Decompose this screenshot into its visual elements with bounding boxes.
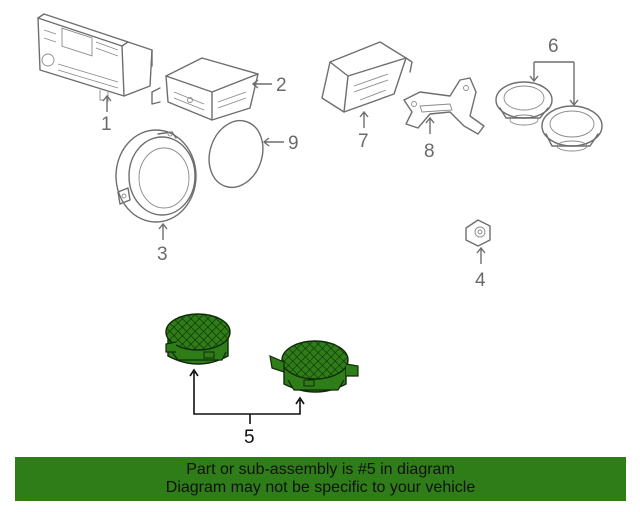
tweeter-speaker-a [495, 81, 553, 126]
leader-2 [251, 79, 272, 89]
radio-head-unit [37, 13, 153, 102]
callout-3: 3 [157, 244, 168, 265]
tweeter-speaker-b [541, 105, 603, 152]
leader-3 [158, 222, 168, 240]
leader-4 [476, 246, 486, 264]
banner-line-2: Diagram may not be specific to your vehi… [165, 479, 476, 496]
callout-9: 9 [288, 133, 299, 154]
callout-7: 7 [358, 131, 369, 152]
callout-4: 4 [475, 270, 486, 291]
door-speaker [115, 129, 197, 223]
control-module [321, 41, 413, 113]
callout-1: 1 [101, 114, 112, 135]
highlighted-speaker-left [165, 313, 231, 365]
mounting-bracket [403, 77, 485, 135]
leader-9 [262, 137, 284, 147]
leader-8 [425, 116, 435, 134]
connector-clip [465, 219, 491, 247]
banner-line-1: Part or sub-assembly is #5 in diagram [186, 461, 455, 478]
callout-8: 8 [424, 141, 435, 162]
highlighted-speaker-right [269, 340, 359, 393]
callout-6: 6 [548, 36, 559, 57]
leader-1 [102, 94, 112, 112]
leader-6 [529, 61, 579, 107]
speaker-grille [208, 119, 264, 189]
leader-5 [189, 368, 305, 424]
callout-2: 2 [276, 75, 287, 96]
amplifier-module [151, 57, 259, 121]
callout-5: 5 [244, 427, 255, 448]
highlight-banner: Part or sub-assembly is #5 in diagram Di… [15, 457, 626, 501]
leader-7 [359, 110, 369, 128]
